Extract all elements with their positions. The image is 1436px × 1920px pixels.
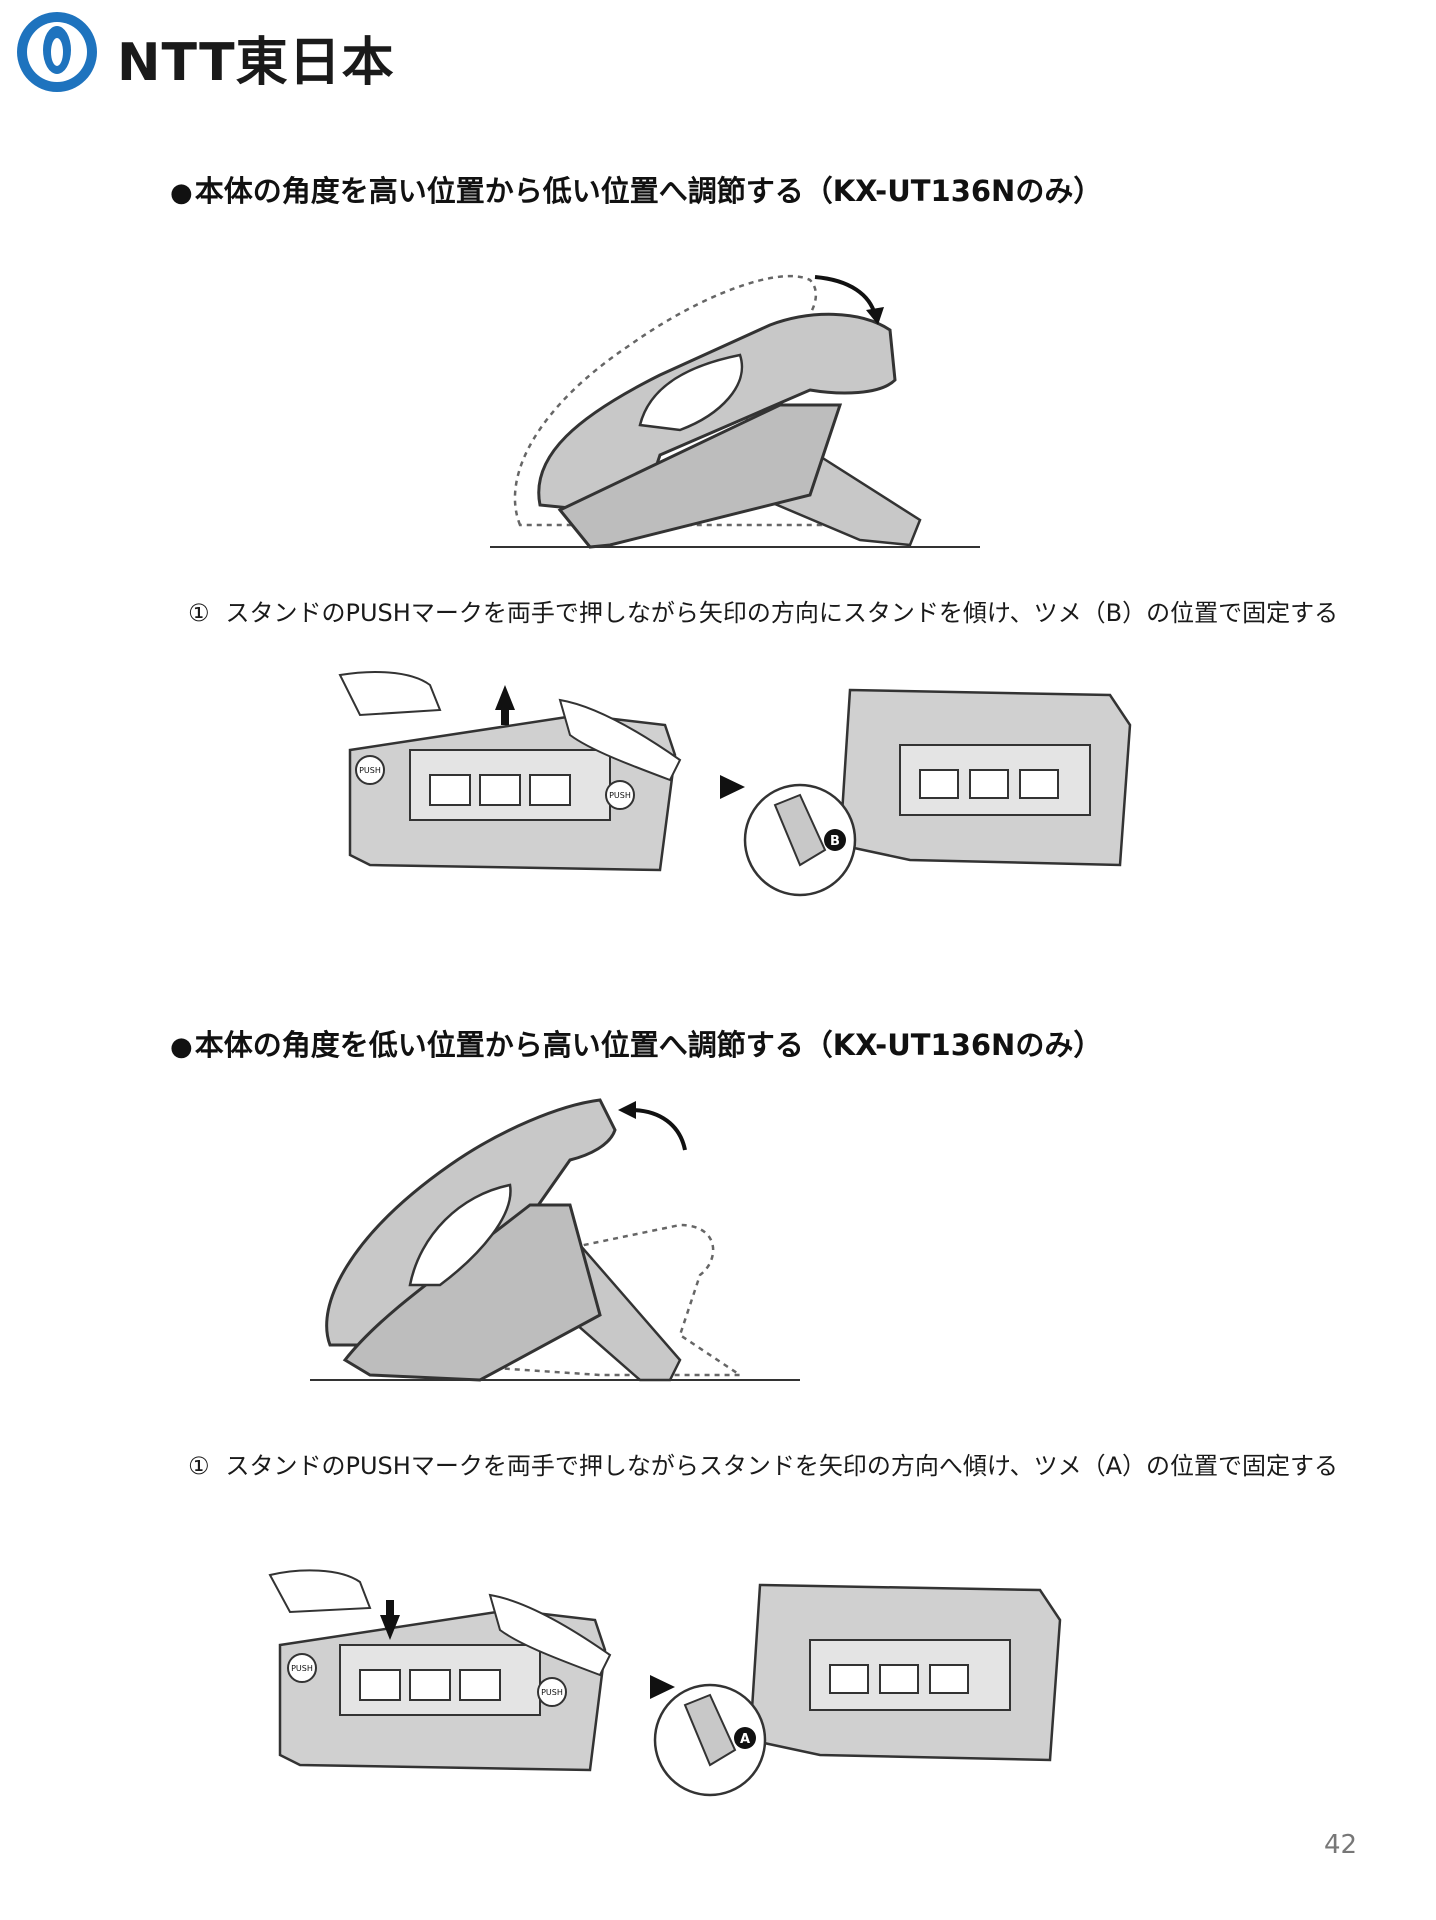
callout-letter-a: A [740,1732,750,1747]
push-label-left: PUSH [359,766,381,775]
section-1-title: 本体の角度を高い位置から低い位置へ調節する（KX-UT136Nのみ） [194,174,1103,208]
ntt-logo: NTT東日本 [12,6,432,98]
push-label-right: PUSH [609,791,631,800]
phone-side-view-figure-2 [310,1098,800,1382]
step-number: ① [188,1452,210,1480]
ntt-ring-logo-icon [17,12,97,92]
section-1-step: ① スタンドのPUSHマークを両手で押しながら矢印の方向にスタンドを傾け、ツメ（B… [188,593,1338,628]
push-label-left: PUSH [291,1664,313,1673]
phone-side-view-figure-1 [490,274,980,549]
section-2-heading: ●本体の角度を低い位置から高い位置へ調節する（KX-UT136Nのみ） [170,1022,1102,1064]
bullet: ● [170,1032,193,1062]
right-triangle-arrow-icon [650,1675,675,1699]
step-text: スタンドのPUSHマークを両手で押しながらスタンドを矢印の方向へ傾け、ツメ（A）… [225,1452,1339,1480]
push-label-right: PUSH [541,1688,563,1697]
stand-adjust-figure-1: PUSH PUSH B [338,671,1132,897]
bullet: ● [170,178,193,208]
section-1-heading: ●本体の角度を高い位置から低い位置へ調節する（KX-UT136Nのみ） [170,168,1102,210]
logo-text: NTT東日本 [117,33,395,93]
section-2-step: ① スタンドのPUSHマークを両手で押しながらスタンドを矢印の方向へ傾け、ツメ（A… [188,1446,1338,1481]
step-number: ① [188,599,210,627]
stand-adjust-figure-2: PUSH PUSH A [268,1569,1062,1797]
callout-letter-b: B [830,834,840,849]
section-2-title: 本体の角度を低い位置から高い位置へ調節する（KX-UT136Nのみ） [194,1028,1103,1062]
step-text: スタンドのPUSHマークを両手で押しながら矢印の方向にスタンドを傾け、ツメ（B）… [225,599,1339,627]
page-number: 42 [1324,1830,1358,1860]
right-triangle-arrow-icon [720,775,745,799]
